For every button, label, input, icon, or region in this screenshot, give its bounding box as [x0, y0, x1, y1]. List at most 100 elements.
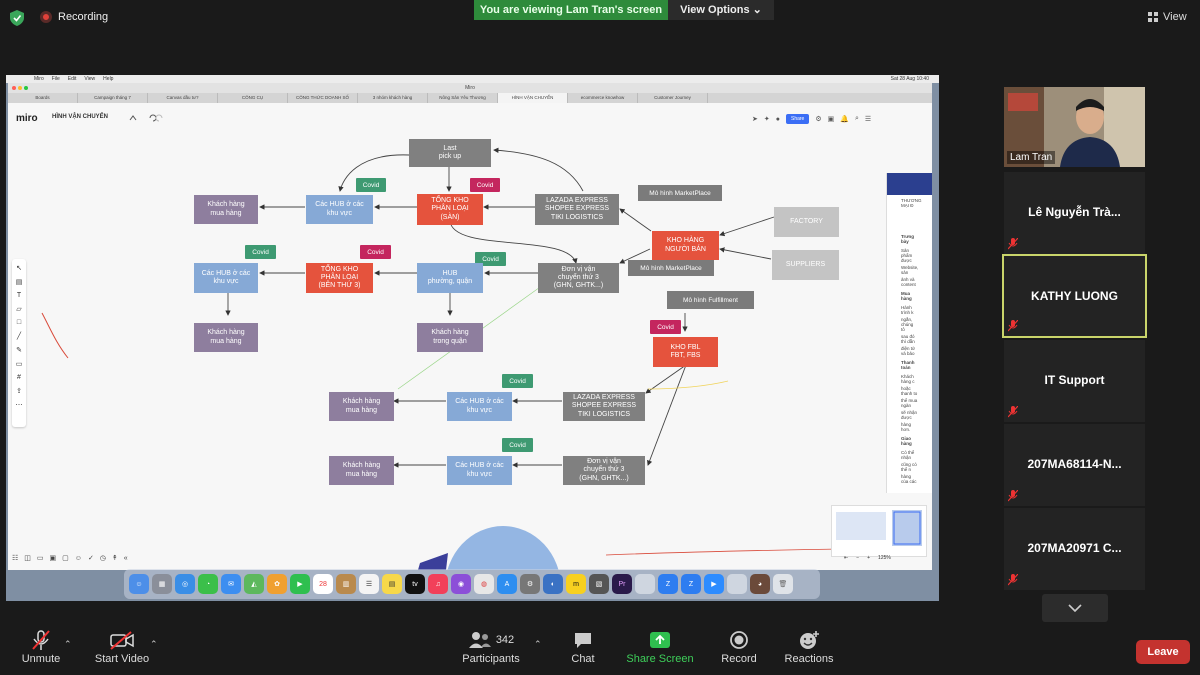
notification-bell-icon[interactable]: 🔔 — [840, 116, 849, 123]
node-tong-kho-ben-thu-3[interactable]: TỔNG KHO PHÂN LOẠI (BÊN THỨ 3) — [306, 263, 373, 293]
tab-ecommerce[interactable]: ecommerce knowhow — [568, 93, 638, 103]
audio-options-caret-icon[interactable]: ⌃ — [64, 639, 72, 649]
celebrate-icon[interactable]: ✦ — [763, 116, 770, 123]
covid-tag-6[interactable]: Covid — [650, 320, 681, 334]
node-don-vi-1[interactable]: Đơn vị vận chuyển thứ 3 (GHN, GHTK...) — [538, 263, 619, 293]
chat-button[interactable]: Chat — [538, 627, 628, 675]
view-button[interactable]: View — [1148, 11, 1187, 23]
timer-icon[interactable]: ◷ — [99, 555, 106, 562]
screen-share-icon[interactable]: ▢ — [62, 555, 69, 562]
participant-tile-1[interactable]: Lê Nguyễn Trà... — [1004, 172, 1145, 254]
reactions-button[interactable]: Reactions — [764, 627, 854, 675]
pointer-icon[interactable]: ↟ — [111, 555, 118, 562]
recording-indicator[interactable]: Recording — [40, 11, 108, 23]
node-khach-hang-trong-quan[interactable]: Khách hàng trong quận — [417, 323, 483, 352]
system-preferences-icon[interactable]: ⚙ — [520, 574, 540, 594]
zoom-app-icon[interactable]: ▶ — [704, 574, 724, 594]
tab-canvas[interactable]: Canvas dầu tư? — [148, 93, 218, 103]
zoom-level[interactable]: 125% — [878, 555, 891, 561]
mac-menu-edit[interactable]: Edit — [67, 76, 77, 82]
participants-scroll-down-button[interactable] — [1042, 594, 1108, 622]
mac-menu-file[interactable]: File — [51, 76, 60, 82]
share-screen-button[interactable]: Share Screen — [615, 627, 705, 675]
mac-menu-view[interactable]: View — [84, 76, 96, 82]
participants-button[interactable]: 342 Participants — [446, 627, 536, 675]
chrome-icon[interactable]: ◍ — [474, 574, 494, 594]
share-button[interactable]: Share — [785, 114, 810, 124]
search-icon[interactable]: ⌕ — [854, 115, 859, 122]
zoom-out-icon[interactable]: − — [856, 555, 860, 561]
board-minimap[interactable] — [831, 505, 927, 557]
node-hub-4[interactable]: Các HUB ở các khu vực — [447, 456, 512, 485]
music-icon[interactable]: ♫ — [428, 574, 448, 594]
node-hub-2[interactable]: Các HUB ở các khu vực — [194, 263, 258, 293]
board-settings-icon[interactable]: ☷ — [12, 555, 19, 562]
screen-recorder-icon[interactable]: ◐ — [543, 574, 563, 594]
tab-cong-thuc[interactable]: CÔNG THỨC DOANH SỐ — [288, 93, 358, 103]
blank-app-2-icon[interactable] — [727, 574, 747, 594]
tab-hinh-van-chuyen[interactable]: HÌNH VẬN CHUYỂN — [498, 93, 568, 103]
sticky-note-icon[interactable]: ▱ — [16, 306, 22, 313]
line-tool-icon[interactable]: ╱ — [16, 333, 22, 340]
node-khach-hang-3[interactable]: Khách hàng mua hàng — [329, 392, 394, 421]
security-shield-icon[interactable] — [10, 10, 24, 26]
node-khach-hang-1[interactable]: Khách hàng mua hàng — [194, 195, 258, 224]
minimize-window-icon[interactable] — [18, 86, 22, 90]
launchpad-icon[interactable]: ▦ — [152, 574, 172, 594]
template-tool-icon[interactable]: ▤ — [15, 279, 23, 286]
photos-icon[interactable]: ✿ — [267, 574, 287, 594]
zalo-2-icon[interactable]: Z — [681, 574, 701, 594]
maps-icon[interactable]: ◭ — [244, 574, 264, 594]
covid-tag-1[interactable]: Covid — [356, 178, 386, 192]
cursor-icon[interactable]: ➤ — [752, 116, 758, 123]
safari-icon[interactable]: ◎ — [175, 574, 195, 594]
trash-icon[interactable]: 🗑 — [773, 574, 793, 594]
covid-tag-5[interactable]: Covid — [475, 252, 506, 266]
view-options-button[interactable]: View Options ⌄ — [668, 0, 774, 20]
participant-video-lam-tran[interactable]: Lam Tran — [1004, 87, 1145, 167]
participant-tile-2-active[interactable]: KATHY LUONG — [1002, 254, 1147, 338]
node-hub-3[interactable]: Các HUB ở các khu vực — [447, 392, 512, 421]
node-factory[interactable]: FACTORY — [774, 207, 839, 237]
pen-tool-icon[interactable]: ✎ — [16, 347, 22, 354]
document-side-panel[interactable]: THƯƠNG MẠI Đ Trưng bày Sản phẩm được Web… — [886, 173, 932, 493]
node-suppliers[interactable]: SUPPLIERS — [772, 250, 839, 280]
select-tool-icon[interactable]: ↖ — [16, 265, 22, 272]
participants-options-caret-icon[interactable]: ⌃ — [534, 639, 542, 649]
premiere-icon[interactable]: Pr — [612, 574, 632, 594]
participant-tile-3[interactable]: IT Support — [1004, 340, 1145, 422]
zalo-icon[interactable]: Z — [658, 574, 678, 594]
app-store-icon[interactable]: A — [497, 574, 517, 594]
messages-icon[interactable]: ◔ — [198, 574, 218, 594]
reminders-icon[interactable]: ☰ — [359, 574, 379, 594]
node-khach-hang-2[interactable]: Khách hàng mua hàng — [194, 323, 258, 352]
leave-button[interactable]: Leave — [1136, 640, 1190, 664]
presentation-icon[interactable]: ▣ — [827, 116, 835, 123]
frame-tool-icon[interactable]: # — [17, 374, 21, 381]
collapse-icon[interactable]: « — [123, 554, 128, 562]
node-hub-1[interactable]: Các HUB ở các khu vực — [306, 195, 373, 224]
facetime-icon[interactable]: ▶ — [290, 574, 310, 594]
photo-thumbnail-icon[interactable]: ◕ — [750, 574, 770, 594]
mac-menu-help[interactable]: Help — [103, 76, 114, 82]
covid-tag-8[interactable]: Covid — [502, 438, 533, 452]
node-tong-kho-san[interactable]: TỔNG KHO PHÂN LOẠI (SÀN) — [417, 194, 483, 225]
reaction-icon[interactable]: ☺ — [74, 554, 82, 562]
board-menu-icon[interactable]: ☰ — [864, 116, 872, 123]
more-tools-icon[interactable]: ⋯ — [15, 402, 23, 409]
upload-tool-icon[interactable]: ⇪ — [16, 388, 22, 395]
node-khach-hang-4[interactable]: Khách hàng mua hàng — [329, 456, 394, 485]
maximize-window-icon[interactable] — [24, 86, 28, 90]
node-hub-phuong-quan[interactable]: HUB phường, quận — [417, 263, 483, 293]
tab-nong-san[interactable]: Nông Sản Yêu Thương — [428, 93, 498, 103]
participant-tile-4[interactable]: 207MA68114-N... — [1004, 424, 1145, 506]
covid-tag-3[interactable]: Covid — [245, 245, 276, 259]
apple-tv-icon[interactable]: tv — [405, 574, 425, 594]
covid-tag-4[interactable]: Covid — [360, 245, 391, 259]
board-name[interactable]: HÌNH VẬN CHUYỂN — [52, 114, 109, 120]
node-kho-hang-nguoi-ban[interactable]: KHO HÀNG NGƯỜI BÁN — [652, 231, 719, 260]
collaborator-avatar[interactable]: ● — [775, 115, 780, 123]
comments-icon[interactable]: ▭ — [36, 555, 44, 562]
finder-icon[interactable]: ☺ — [129, 574, 149, 594]
fit-screen-icon[interactable]: ⇤ — [844, 555, 849, 561]
